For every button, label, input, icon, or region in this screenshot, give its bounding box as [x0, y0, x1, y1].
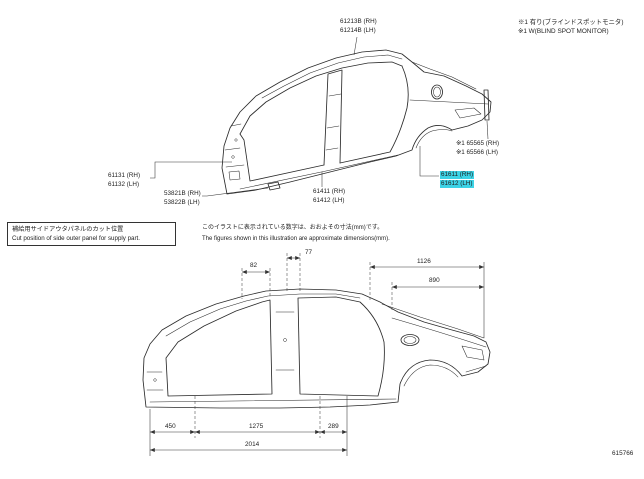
- dimension-note-en: The figures shown in this illustration a…: [202, 236, 390, 242]
- lower-front-opening: [165, 299, 273, 397]
- dimension-value: 1126: [417, 258, 431, 265]
- part-number-rh: 61213B (RH): [340, 18, 377, 25]
- part-number-rh: ※1 65565 (RH): [456, 140, 500, 147]
- upper-fuel-door: [431, 84, 443, 100]
- upper-outline: [221, 49, 492, 195]
- lower-sill-line: [149, 398, 397, 403]
- part-number-rh: 53821B (RH): [164, 190, 201, 197]
- upper-monitor-bracket: [483, 89, 490, 121]
- callout-61611-highlighted: 61611 (RH) 61612 (LH): [440, 171, 475, 189]
- upper-deck-line: [411, 61, 477, 90]
- lower-outline: [142, 288, 491, 409]
- upper-front-opening-edge: [239, 133, 325, 182]
- callout-61131: 61131 (RH) 61132 (LH): [108, 172, 140, 189]
- upper-small-bracket: [267, 181, 281, 191]
- upper-center-pillar: [323, 69, 343, 166]
- dimension-value: 82: [250, 262, 258, 269]
- part-number-lh: 61214B (LH): [340, 26, 376, 34]
- leader-61611: [419, 146, 439, 177]
- footnote-block: ※1 有り(ブラインドスポットモニタ) ※1 W(BLIND SPOT MONI…: [518, 18, 623, 36]
- part-number-rh: 61411 (RH): [313, 188, 346, 195]
- part-number-rh: 61611 (RH): [440, 171, 475, 179]
- dimension-value: 289: [328, 423, 339, 430]
- lower-character-line: [391, 317, 487, 348]
- upper-roof-flange: [261, 54, 403, 99]
- callout-65565: ※1 65565 (RH) ※1 65566 (LH): [456, 140, 499, 157]
- callout-61411: 61411 (RH) 61412 (LH): [313, 188, 345, 205]
- part-number-lh: 61612 (LH): [440, 180, 475, 188]
- upper-lamp-opening: [454, 107, 482, 119]
- leader-65565: [486, 120, 489, 140]
- upper-pillar-details: [224, 93, 342, 168]
- callout-61213b: 61213B (RH) 61214B (LH): [340, 18, 377, 35]
- upper-figure: [221, 49, 492, 195]
- dimension-value: 450: [165, 423, 176, 430]
- part-number-lh: 61132 (LH): [108, 180, 140, 188]
- lower-rear-lower-line: [465, 365, 487, 373]
- illustration-number: 615766: [612, 450, 634, 457]
- upper-hole: [231, 155, 235, 159]
- upper-fuel-door-inner: [433, 86, 441, 98]
- cut-position-label-en: Cut position of side outer panel for sup…: [12, 235, 140, 242]
- upper-wheel-arch-flange: [415, 129, 453, 149]
- lower-pillar-details: [146, 311, 295, 391]
- dimension-value: 2014: [245, 441, 260, 448]
- cut-position-label-ja: 補給用サイドアウタパネルのカット位置: [12, 226, 124, 233]
- dimension-value: 890: [429, 277, 440, 284]
- part-number-lh: ※1 65566 (LH): [456, 148, 499, 156]
- upper-character-line: [409, 99, 489, 105]
- dimension-note-ja: このイラストに表示されている数字は、おおよその寸法(mm)です。: [202, 225, 384, 231]
- leader-61213b: [353, 36, 358, 56]
- lower-roof-flange: [165, 293, 361, 337]
- upper-rear-opening-edge: [339, 65, 409, 164]
- lower-hole: [153, 378, 157, 382]
- callout-53821b: 53821B (RH) 53822B (LH): [164, 190, 201, 207]
- upper-hole: [234, 138, 238, 142]
- part-number-lh: 53822B (LH): [164, 198, 200, 206]
- lower-rear-opening: [297, 296, 385, 397]
- upper-rocker-line: [239, 154, 399, 190]
- dimension-value: 1275: [249, 423, 264, 430]
- lower-fuel-door-inner: [403, 336, 417, 344]
- upper-hinge-bracket: [228, 170, 241, 181]
- leader-53821b: [202, 187, 269, 197]
- lower-wheel-arch-flange: [403, 364, 459, 387]
- footnote-ja: ※1 有り(ブラインドスポットモニタ): [518, 19, 624, 26]
- dimension-value: 77: [305, 249, 313, 256]
- lower-fuel-door: [400, 334, 420, 346]
- leader-61131: [150, 161, 232, 179]
- lower-deck-line: [381, 303, 485, 339]
- part-number-lh: 61412 (LH): [313, 196, 345, 204]
- part-number-rh: 61131 (RH): [108, 172, 141, 179]
- lower-hole: [283, 338, 287, 342]
- lower-figure: [142, 288, 491, 409]
- upper-roof-inner-edge: [239, 61, 403, 135]
- leader-lines: [150, 36, 489, 197]
- dimension-note: このイラストに表示されている数字は、おおよその寸法(mm)です。 The fig…: [202, 223, 390, 245]
- dimension-lines: [150, 256, 485, 452]
- footnote-en: ※1 W(BLIND SPOT MONITOR): [518, 28, 609, 35]
- cut-position-label: 補給用サイドアウタパネルのカット位置 Cut position of side …: [7, 222, 176, 246]
- lower-lamp-opening: [461, 345, 485, 361]
